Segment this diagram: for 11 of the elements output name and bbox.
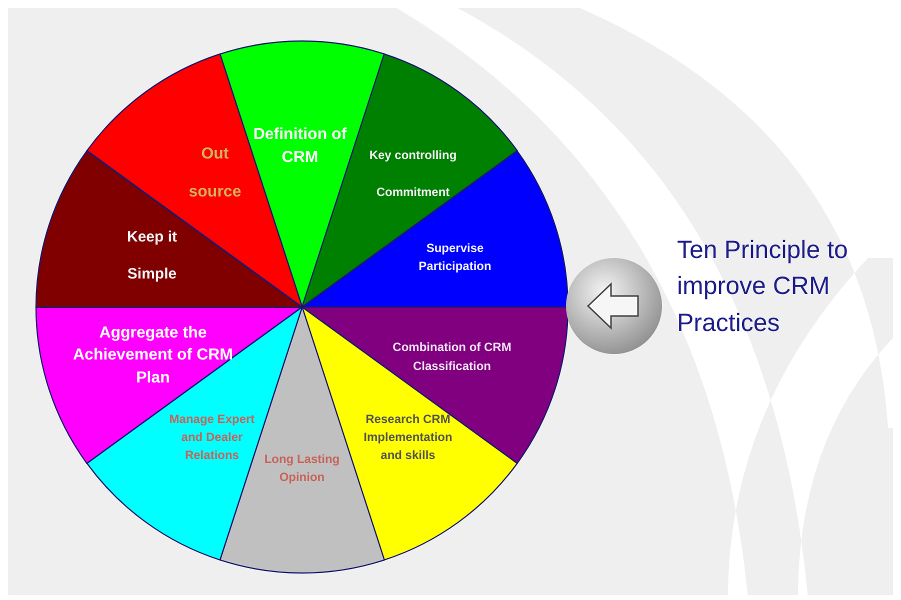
wedge-label: Long Lasting Opinion <box>263 451 341 486</box>
wedge-label: Key controlling Commitment <box>368 146 458 201</box>
wedge-label: Supervise Participation <box>418 240 492 275</box>
wedge-label: Keep it Simple <box>126 227 178 285</box>
wedge-label: Aggregate the Achievement of CRM Plan <box>72 323 234 388</box>
wedge-label: Combination of CRM Classification <box>392 338 512 375</box>
wedge-label: Manage Expert and Dealer Relations <box>168 411 256 464</box>
wedge-label: Definition of CRM <box>252 124 348 168</box>
wedge-label: Research CRM Implementation and skills <box>362 411 454 464</box>
wedge-label: Out source <box>188 144 242 203</box>
title: Ten Principle to improve CRM Practices <box>677 235 849 338</box>
